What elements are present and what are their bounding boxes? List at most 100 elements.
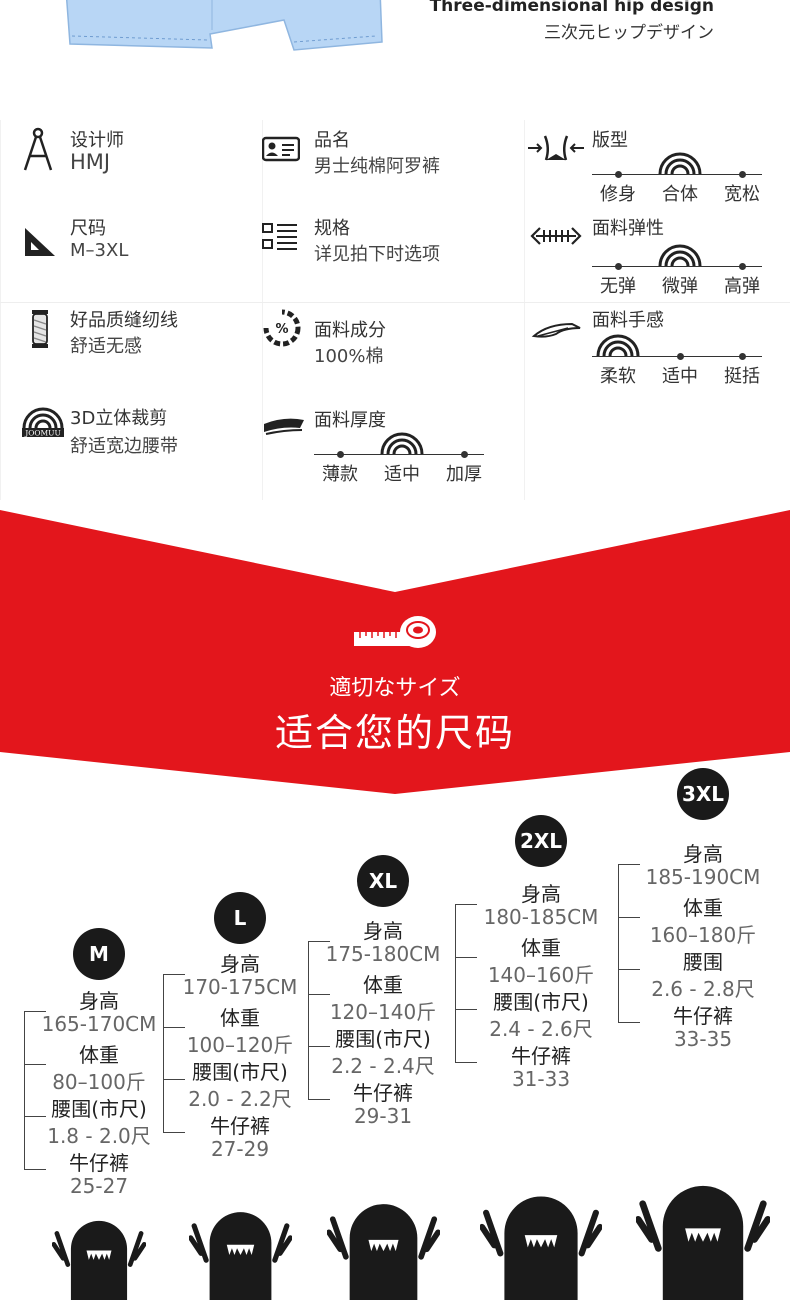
spec-value: M–3XL [70, 240, 129, 261]
brand-logo-icon: JOOMUU [22, 407, 64, 438]
height-value: 165-170CM [41, 1012, 157, 1036]
jeans-label: 牛仔裤 [210, 1114, 270, 1138]
height-value: 170-175CM [182, 975, 298, 999]
scale-option-label: 柔软 [600, 366, 636, 387]
scale-option-label: 薄款 [322, 464, 358, 485]
compass-icon [23, 127, 53, 171]
shorts-image [65, 0, 383, 51]
scale-dot [615, 263, 622, 270]
bracket-tick [455, 904, 477, 905]
scale-selected-marker [380, 432, 424, 455]
list-icon [262, 223, 297, 250]
size-badge: 2XL [515, 815, 567, 867]
bracket-tick [618, 864, 640, 865]
scale-option-label: 宽松 [724, 184, 760, 205]
height-label: 身高 [363, 919, 403, 943]
jeans-value: 33-35 [673, 1027, 733, 1051]
thread-spool-icon [32, 310, 48, 348]
weight-value: 160–180斤 [649, 923, 757, 947]
percent-gauge-icon: % [263, 309, 301, 347]
mascot-monster-icon [326, 1204, 440, 1300]
measuring-tape-icon [354, 616, 436, 648]
bracket-tick [455, 1062, 477, 1063]
spec-value: 详见拍下时选项 [314, 244, 440, 265]
height-value: 175-180CM [325, 942, 441, 966]
spec-label: 3D立体裁剪 [70, 408, 168, 429]
bracket-tick [163, 1026, 185, 1028]
height-label: 身高 [683, 842, 723, 866]
size-bracket [24, 1011, 25, 1169]
scale-option-label: 加厚 [446, 464, 482, 485]
stretch-icon [530, 227, 582, 245]
spec-label: 尺码 [70, 218, 106, 239]
bracket-tick [618, 969, 640, 971]
spec-label: 好品质缝纫线 [70, 310, 178, 331]
waist-label: 腰围(市尺) [335, 1027, 431, 1051]
weight-value: 80–100斤 [52, 1070, 146, 1094]
size-badge: 3XL [677, 768, 729, 820]
size-bracket [618, 864, 619, 1022]
bracket-tick [24, 1116, 46, 1118]
spec-value: 舒适宽边腰带 [70, 436, 178, 457]
scale-dot [615, 171, 622, 178]
svg-text:JOOMUU: JOOMUU [24, 429, 61, 438]
mascot-monster-icon [480, 1196, 602, 1300]
mascot-monster-icon [188, 1212, 292, 1300]
fit-scale: 修身合体宽松 [592, 146, 762, 205]
waist-value: 2.4 - 2.6尺 [489, 1017, 593, 1041]
waist-value: 2.2 - 2.4尺 [331, 1054, 435, 1078]
spec-label: 面料厚度 [314, 410, 386, 431]
spec-grid: 设计师 HMJ 品名 男士纯棉阿罗裤 版型 修身合体宽松 尺码 M–3XL [0, 110, 790, 500]
mascot-monster-icon [52, 1220, 146, 1300]
set-square-icon [25, 228, 55, 256]
scale-dot [461, 451, 468, 458]
spec-label: 面料手感 [592, 310, 664, 331]
banner-subtitle: 適切なサイズ [329, 676, 461, 701]
height-label: 身高 [220, 952, 260, 976]
mascot-monster-icon [636, 1185, 770, 1300]
banner-title: 适合您的尺码 [274, 711, 515, 755]
bracket-tick [455, 1009, 477, 1011]
scale-option-label: 合体 [662, 184, 698, 205]
svg-text:%: % [275, 322, 288, 337]
bracket-tick [308, 993, 330, 995]
weight-label: 体重 [683, 896, 723, 920]
hip-design-subtitle: 三次元ヒップデザイン [544, 23, 714, 43]
weight-label: 体重 [521, 936, 561, 960]
waist-label: 腰围(市尺) [192, 1060, 288, 1084]
jeans-label: 牛仔裤 [69, 1151, 129, 1175]
spec-value: 男士纯棉阿罗裤 [314, 156, 440, 177]
height-value: 185-190CM [645, 865, 761, 889]
height-label: 身高 [521, 882, 561, 906]
spec-label: 面料弹性 [592, 218, 664, 239]
bracket-tick [24, 1011, 46, 1012]
bracket-tick [308, 1099, 330, 1100]
size-badge: XL [357, 855, 409, 907]
size-badge: L [214, 892, 266, 944]
bracket-tick [24, 1169, 46, 1170]
spec-label: 规格 [314, 218, 350, 239]
jeans-label: 牛仔裤 [673, 1004, 733, 1028]
hip-design-title: Three-dimensional hip design [429, 0, 714, 16]
jeans-label: 牛仔裤 [511, 1044, 571, 1068]
spec-value: 舒适无感 [70, 336, 142, 357]
height-label: 身高 [79, 989, 119, 1013]
scale-dot [739, 171, 746, 178]
feather-icon [531, 322, 581, 338]
bracket-tick [163, 1132, 185, 1133]
weight-value: 100–120斤 [186, 1033, 294, 1057]
scale-selected-marker [596, 334, 640, 357]
waist-icon [528, 135, 584, 161]
spec-value: HMJ [70, 150, 111, 174]
product-top: Three-dimensional hip design 三次元ヒップデザイン [0, 0, 790, 100]
fabric-layer-icon [264, 418, 304, 435]
scale-selected-marker [658, 152, 702, 175]
weight-label: 体重 [363, 973, 403, 997]
jeans-value: 25-27 [69, 1174, 129, 1198]
weight-value: 140–160斤 [487, 963, 595, 987]
elastic-scale: 无弹微弹高弹 [592, 238, 762, 297]
scale-dot [677, 353, 684, 360]
weight-label: 体重 [220, 1006, 260, 1030]
jeans-value: 29-31 [353, 1104, 413, 1128]
jeans-value: 27-29 [210, 1137, 270, 1161]
